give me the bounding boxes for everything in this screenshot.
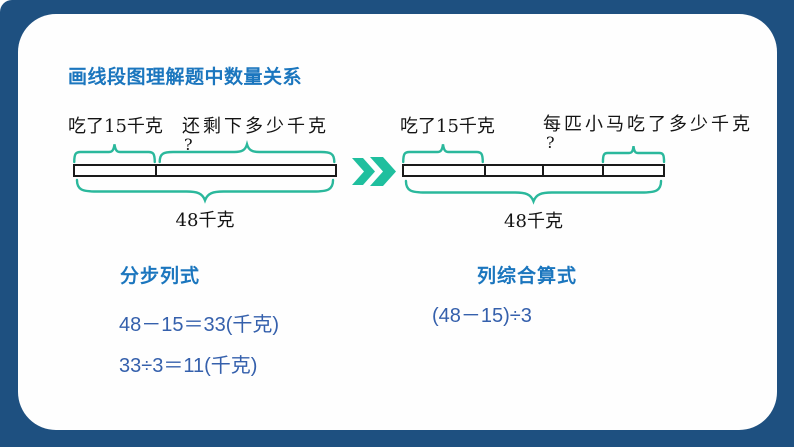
right-bar-divider-3 [602,166,604,175]
stepwise-equation-1: 48－15＝33(千克) [119,314,280,336]
double-chevron-arrow-icon [352,157,396,186]
left-quantity-bar [73,164,337,177]
right-eaten-label: 吃了15千克 [400,116,495,137]
slide-title: 画线段图理解题中数量关系 [68,67,303,88]
combined-heading: 列综合算式 [477,266,578,287]
right-bar-divider-2 [542,166,544,175]
combined-expression: (48－15)÷3 [432,305,532,327]
left-brace-eaten-icon [73,142,156,162]
left-brace-remaining-icon [157,142,337,162]
left-question-mark: ? [184,135,193,154]
right-quantity-bar [402,164,665,177]
left-bar-divider [155,166,157,175]
left-total-label: 48千克 [175,210,235,231]
stepwise-heading: 分步列式 [120,266,201,287]
left-remaining-label: 还剩下多少千克 [182,116,329,137]
left-brace-total-icon [73,180,337,203]
right-each-pony-label: 每匹小马吃了多少千克 [543,114,753,135]
right-question-mark: ? [546,133,555,152]
stepwise-equation-2: 33÷3＝11(千克) [119,355,258,377]
right-brace-total-icon [402,181,665,204]
slide-content-area [18,14,777,430]
right-total-label: 48千克 [504,211,563,232]
right-brace-one-part-icon [602,144,665,162]
right-bar-divider-1 [484,166,486,175]
left-eaten-label: 吃了15千克 [68,116,163,137]
right-brace-eaten-icon [402,142,484,162]
